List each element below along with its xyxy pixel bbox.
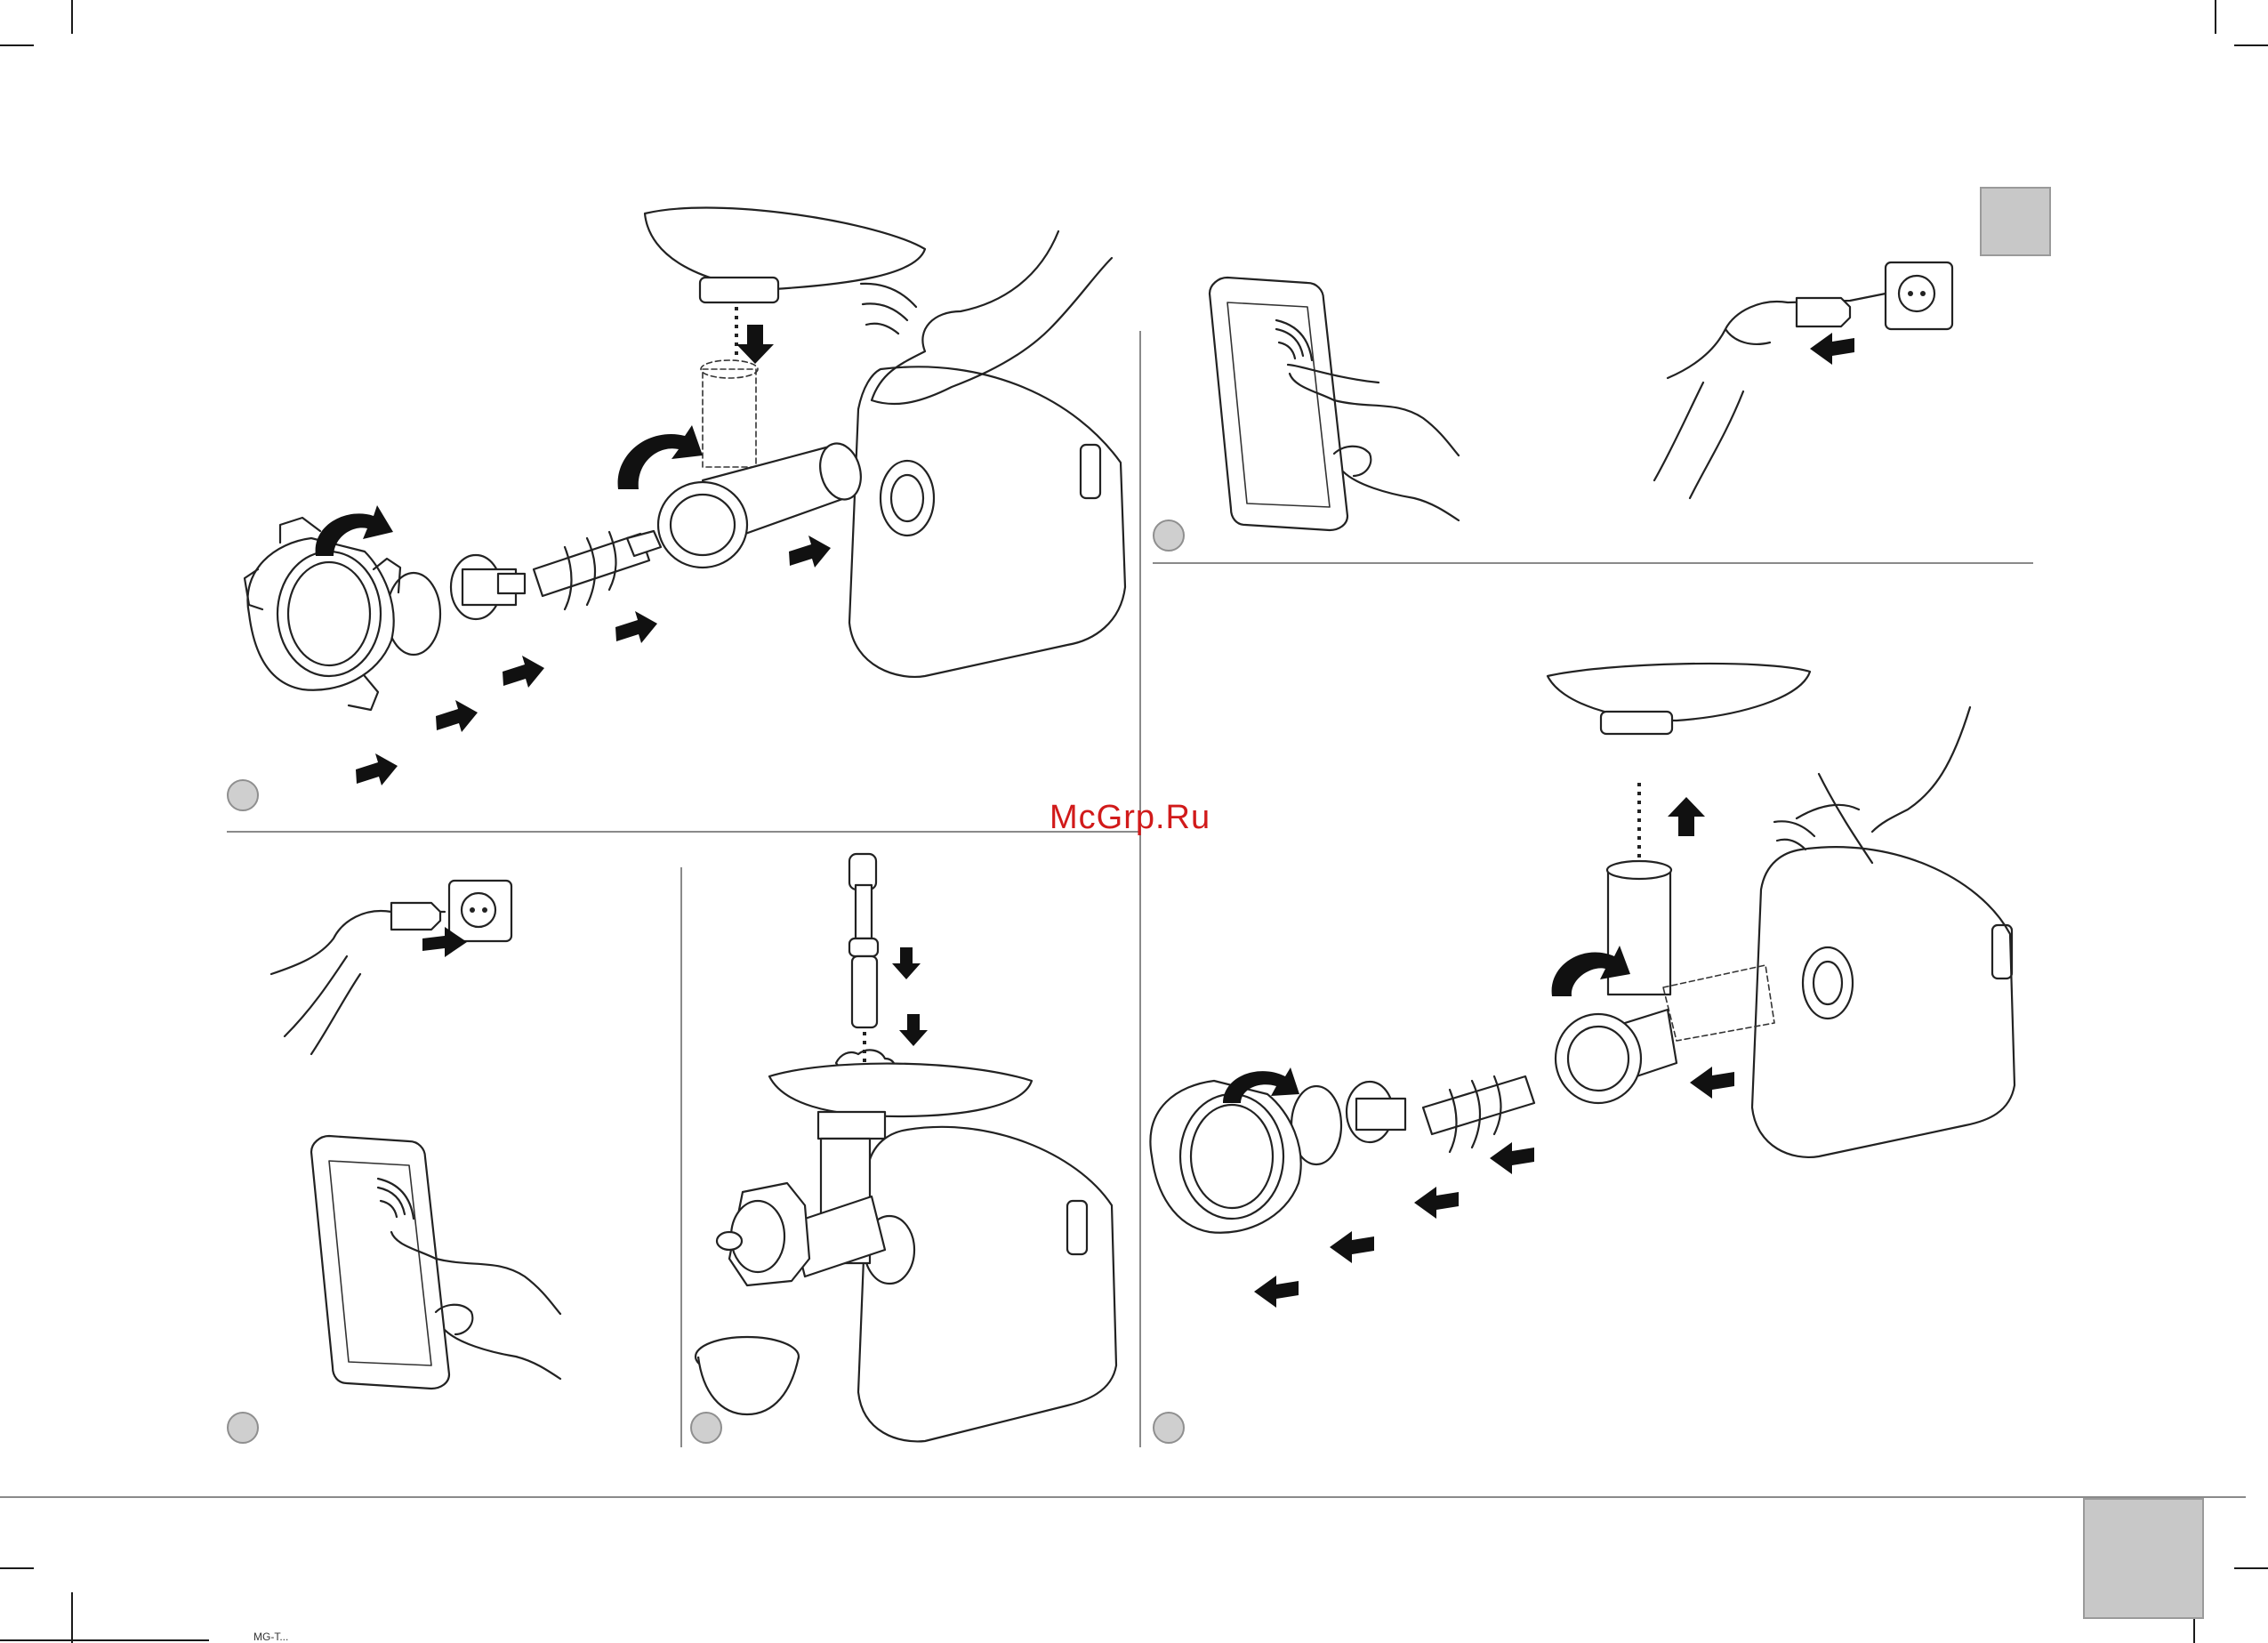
crop-mark — [71, 0, 73, 34]
auger — [534, 531, 661, 609]
crop-mark — [2234, 1567, 2268, 1569]
mincing-illustration — [694, 850, 1138, 1454]
bowl — [696, 1337, 799, 1414]
motor-housing — [1752, 847, 2015, 1157]
arrow-icon — [1490, 1142, 1534, 1174]
cutting-blade — [1347, 1082, 1405, 1142]
divider-horizontal-right — [1153, 562, 2033, 564]
divider-vertical-bottom — [680, 867, 682, 1447]
crop-mark — [0, 1567, 34, 1569]
arrow-icon — [503, 656, 544, 688]
arrow-icon — [615, 611, 657, 643]
arrow-icon — [1668, 797, 1705, 836]
disassembly-illustration — [1143, 658, 2032, 1423]
divider-footer — [0, 1496, 2246, 1498]
arrow-icon — [736, 325, 774, 364]
power-socket-icon — [449, 881, 511, 941]
arrow-icon — [1254, 1276, 1299, 1308]
rotate-arrow-icon — [618, 425, 703, 489]
arrow-icon — [892, 947, 921, 979]
feeding-tray — [769, 1064, 1032, 1139]
crop-mark — [71, 1592, 73, 1643]
divider-vertical-main — [1139, 331, 1141, 1447]
arrow-icon — [899, 1014, 928, 1046]
arrow-icon — [1414, 1187, 1459, 1219]
crop-mark — [2234, 44, 2268, 46]
cutting-blade — [451, 555, 525, 619]
assembly-illustration — [222, 196, 1138, 801]
crop-mark — [2215, 0, 2216, 34]
power-socket-icon — [1886, 262, 1952, 329]
step-marker-power-off — [1153, 519, 1185, 552]
power-on-illustration — [258, 876, 676, 1410]
hand-icon — [1797, 707, 1970, 863]
power-off-illustration — [1192, 258, 2010, 552]
section-tab — [1980, 187, 2051, 256]
grinder-head — [717, 1139, 885, 1285]
food-pusher — [849, 854, 878, 1027]
crop-mark — [0, 1639, 209, 1641]
hand-icon — [1654, 294, 1886, 498]
hand-icon — [271, 911, 445, 1054]
motor-housing — [849, 366, 1125, 677]
grinding-plate — [387, 573, 440, 655]
feeding-tray — [645, 208, 925, 302]
arrow-icon — [789, 536, 831, 568]
arrow-icon — [1810, 333, 1854, 365]
arrow-icon — [356, 753, 398, 785]
feed-tube — [658, 439, 867, 568]
page-number-tab — [2083, 1498, 2204, 1619]
arrow-icon — [1330, 1231, 1374, 1263]
motor-housing — [858, 1127, 1116, 1442]
locking-ring — [1150, 1081, 1300, 1233]
switch-panel — [311, 1136, 449, 1389]
auger — [1423, 1076, 1534, 1152]
arrow-icon — [436, 700, 478, 732]
divider-horizontal-left — [227, 831, 1139, 833]
feeding-tray — [1548, 664, 1810, 734]
step-marker-power-on — [227, 1412, 259, 1444]
switch-panel — [1210, 278, 1347, 530]
footer-text: MG-T... — [253, 1631, 288, 1643]
crop-mark — [0, 44, 34, 46]
arrow-icon — [1690, 1067, 1734, 1099]
